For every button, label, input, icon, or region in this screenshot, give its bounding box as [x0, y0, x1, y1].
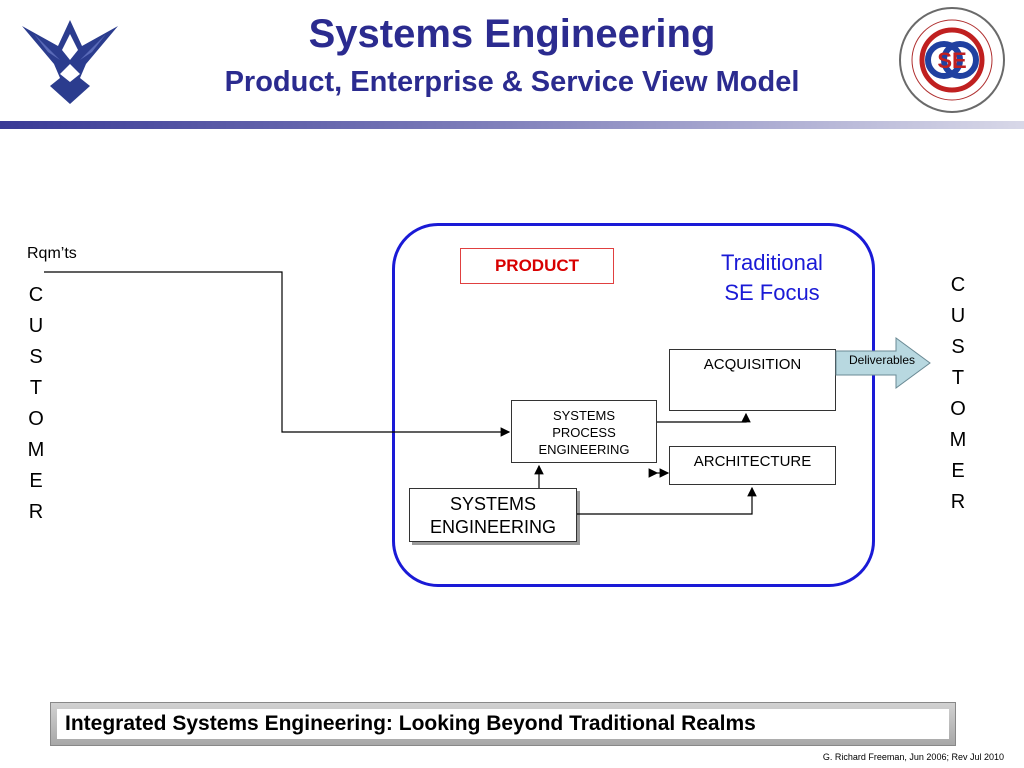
customer-right-letter: S: [951, 336, 965, 358]
summary-banner: Integrated Systems Engineering: Looking …: [50, 702, 956, 746]
requirements-connector: [44, 271, 511, 437]
se-line-1: SYSTEMS: [449, 494, 537, 514]
afit-systems-engineering-seal-icon: SE: [899, 7, 1005, 113]
se-to-architecture-connector: [577, 486, 757, 515]
se-line-2: ENGINEERING: [429, 517, 557, 537]
page-subtitle: Product, Enterprise & Service View Model: [224, 66, 800, 98]
systems-engineering-box: SYSTEMS ENGINEERING: [409, 488, 577, 542]
customer-right-letter: U: [950, 305, 966, 327]
acquisition-box: ACQUISITION: [669, 349, 836, 411]
customer-left-letter: R: [28, 501, 44, 523]
header-divider: [0, 121, 1024, 129]
summary-banner-text: Integrated Systems Engineering: Looking …: [57, 709, 949, 739]
deliverables-arrow: [835, 337, 931, 389]
customer-left-letter: O: [28, 408, 44, 430]
customer-left-letter: E: [29, 470, 43, 492]
customer-left-letter: M: [27, 439, 45, 461]
spe-line-1: SYSTEMS: [552, 408, 616, 423]
focus-line-2: SE Focus: [724, 280, 820, 305]
customer-right-letter: O: [950, 398, 966, 420]
customer-right-letter: T: [951, 367, 965, 389]
customer-right-label: C U S T O M E R: [946, 270, 970, 518]
page-title: Systems Engineering: [308, 12, 716, 56]
systems-process-engineering-box: SYSTEMS PROCESS ENGINEERING: [511, 400, 657, 463]
seal-letters: SE: [937, 48, 966, 73]
air-force-wings-logo-icon: [22, 20, 118, 104]
product-box: PRODUCT: [460, 248, 614, 284]
customer-right-letter: R: [950, 491, 966, 513]
spe-to-acquisition-connector: [657, 412, 751, 423]
customer-left-letter: T: [29, 377, 43, 399]
customer-right-letter: E: [951, 460, 965, 482]
customer-left-letter: C: [28, 284, 44, 306]
spe-line-3: ENGINEERING: [538, 442, 630, 457]
requirements-label: Rqm’ts: [27, 245, 77, 262]
focus-line-1: Traditional: [721, 250, 823, 275]
footer-credit: G. Richard Freeman, Jun 2006; Rev Jul 20…: [822, 752, 1004, 762]
traditional-se-focus-label: Traditional SE Focus: [694, 248, 850, 308]
customer-right-letter: M: [949, 429, 967, 451]
customer-right-letter: C: [950, 274, 966, 296]
customer-left-letter: U: [28, 315, 44, 337]
customer-left-letter: S: [29, 346, 43, 368]
customer-left-label: C U S T O M E R: [24, 280, 48, 528]
traditional-se-focus-frame: [392, 223, 875, 587]
architecture-box: ARCHITECTURE: [669, 446, 836, 485]
spe-line-2: PROCESS: [552, 425, 616, 440]
deliverables-label: Deliverables: [848, 353, 916, 367]
